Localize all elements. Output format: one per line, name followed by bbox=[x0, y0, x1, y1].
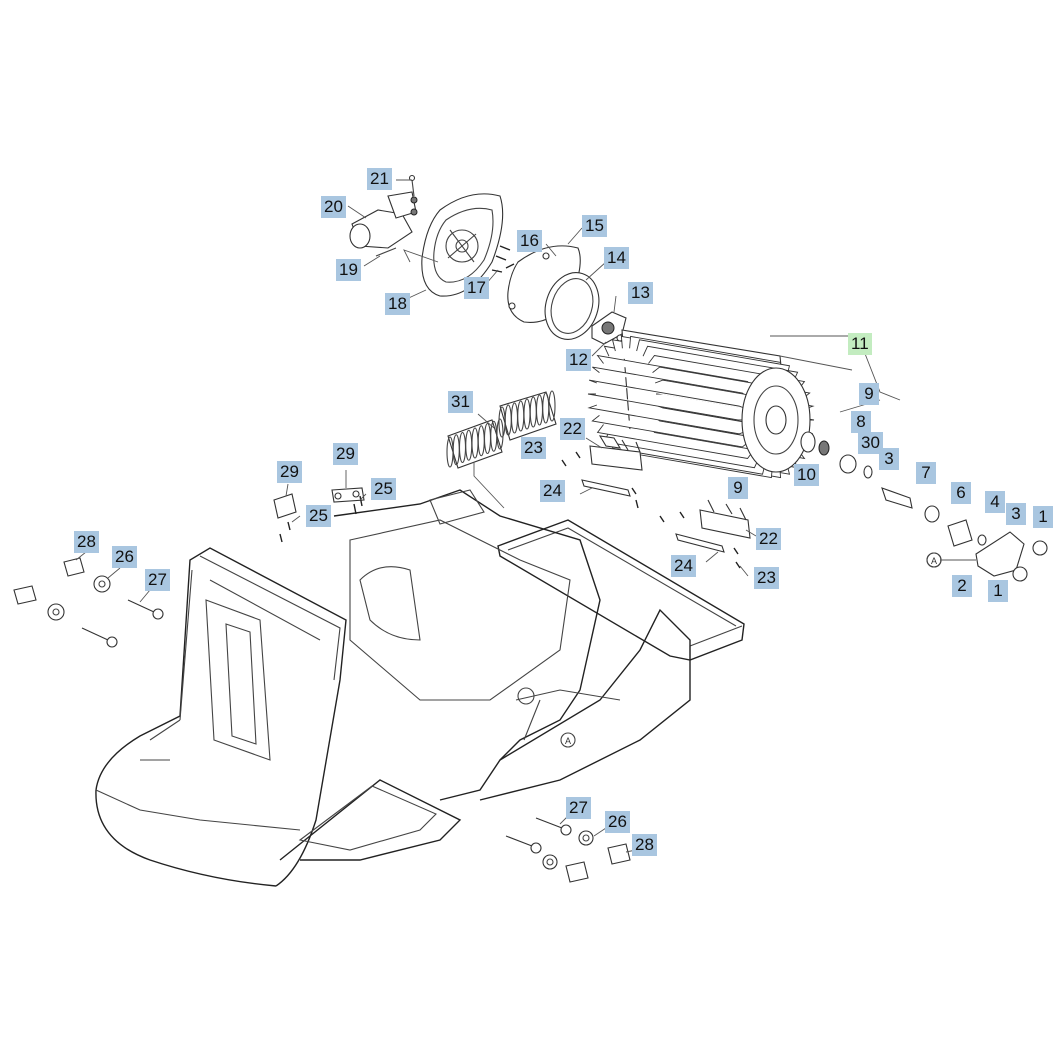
callout-3-lower[interactable]: 3 bbox=[1006, 503, 1026, 525]
callout-13[interactable]: 13 bbox=[628, 282, 653, 304]
callout-23-lower[interactable]: 23 bbox=[754, 567, 779, 589]
callout-24-upper[interactable]: 24 bbox=[540, 480, 565, 502]
callout-7[interactable]: 7 bbox=[916, 462, 936, 484]
callout-29-left[interactable]: 29 bbox=[277, 461, 302, 483]
callout-28-bottom[interactable]: 28 bbox=[632, 834, 657, 856]
callout-25-left[interactable]: 25 bbox=[306, 505, 331, 527]
callout-22-lower[interactable]: 22 bbox=[756, 528, 781, 550]
callout-11[interactable]: 11 bbox=[848, 333, 872, 355]
callout-12[interactable]: 12 bbox=[566, 349, 591, 371]
callout-16[interactable]: 16 bbox=[517, 230, 542, 252]
brackets bbox=[561, 435, 751, 569]
callout-21[interactable]: 21 bbox=[367, 168, 392, 190]
callout-31[interactable]: 31 bbox=[448, 391, 473, 413]
callout-24-lower[interactable]: 24 bbox=[671, 555, 696, 577]
callout-18[interactable]: 18 bbox=[385, 293, 410, 315]
callout-8[interactable]: 8 bbox=[851, 411, 871, 433]
callout-26-bottom[interactable]: 26 bbox=[605, 811, 630, 833]
hardware-left bbox=[13, 557, 164, 648]
callout-9-bottom[interactable]: 9 bbox=[728, 477, 748, 499]
springs-31 bbox=[446, 390, 557, 469]
spring-coil bbox=[548, 390, 556, 422]
ring-14 bbox=[544, 272, 600, 340]
callout-3-upper[interactable]: 3 bbox=[879, 448, 899, 470]
callout-14[interactable]: 14 bbox=[604, 247, 629, 269]
chassis-frame bbox=[95, 489, 745, 887]
callout-27-left[interactable]: 27 bbox=[145, 569, 170, 591]
callout-1-right[interactable]: 1 bbox=[1033, 506, 1053, 528]
screws-17 bbox=[491, 245, 515, 273]
motor-assembly bbox=[349, 174, 418, 257]
callout-27-bottom[interactable]: 27 bbox=[566, 797, 591, 819]
callout-28-left[interactable]: 28 bbox=[74, 531, 99, 553]
callout-10[interactable]: 10 bbox=[794, 464, 819, 486]
callout-2[interactable]: 2 bbox=[952, 575, 972, 597]
hardware-bottom bbox=[505, 817, 631, 883]
callout-20[interactable]: 20 bbox=[321, 196, 346, 218]
callout-25-right[interactable]: 25 bbox=[371, 478, 396, 500]
motor-flange-plate bbox=[421, 193, 504, 297]
callout-9-top[interactable]: 9 bbox=[859, 383, 879, 405]
callout-4[interactable]: 4 bbox=[985, 491, 1005, 513]
callout-1-lower[interactable]: 1 bbox=[988, 580, 1008, 602]
callout-26-left[interactable]: 26 bbox=[112, 546, 137, 568]
callout-19[interactable]: 19 bbox=[336, 259, 361, 281]
ref-marker-a-2: A bbox=[565, 736, 571, 746]
callout-22-upper[interactable]: 22 bbox=[560, 418, 585, 440]
bearing-13 bbox=[591, 311, 627, 345]
callout-30[interactable]: 30 bbox=[858, 432, 883, 454]
callout-23-upper[interactable]: 23 bbox=[521, 437, 546, 459]
callout-17[interactable]: 17 bbox=[464, 277, 489, 299]
callout-6[interactable]: 6 bbox=[951, 482, 971, 504]
spring-coil bbox=[496, 418, 504, 450]
ref-marker-a-1: A bbox=[931, 556, 937, 566]
callout-29-right[interactable]: 29 bbox=[333, 443, 358, 465]
latch-parts bbox=[273, 487, 365, 543]
brush-roller bbox=[587, 329, 815, 479]
callout-15[interactable]: 15 bbox=[582, 215, 607, 237]
